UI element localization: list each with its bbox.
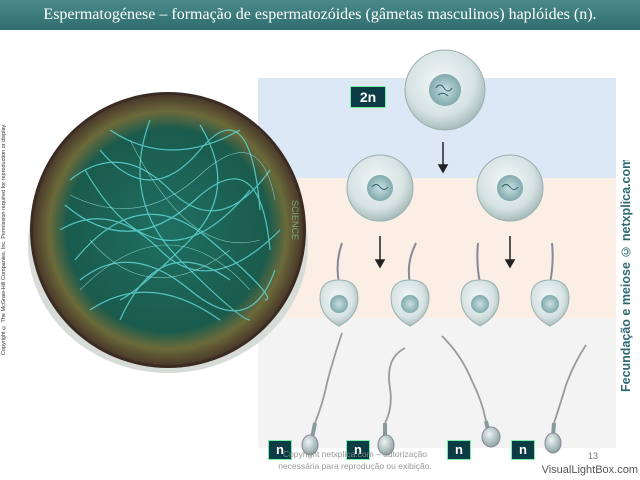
division-arrows xyxy=(374,142,516,269)
spermatozoon-4 xyxy=(544,344,587,454)
label-haploid: n xyxy=(268,440,292,460)
micrograph-label: SCIENCE xyxy=(290,200,300,240)
spermatozoon-3 xyxy=(441,335,501,448)
slide-number: 13 xyxy=(588,451,599,461)
spermatid-2 xyxy=(390,242,430,327)
spermatozoon-2 xyxy=(377,347,406,456)
spermatid-4 xyxy=(530,242,570,327)
spermatogenesis-diagram: SCIENCE xyxy=(28,49,616,456)
watermark: Copyright netxplica.com – autorização ne… xyxy=(278,449,432,471)
secondary-spermatocyte-right xyxy=(476,154,544,222)
side-credit: Fecundação e meiose © netxplica.com xyxy=(619,160,633,392)
micrograph-dish: SCIENCE xyxy=(28,92,308,373)
slide-title: Espermatogénese – formação de espermatoz… xyxy=(0,0,640,30)
spermatid-3 xyxy=(460,242,500,327)
spermatozoon-1 xyxy=(301,332,343,456)
label-diploid: 2n xyxy=(350,86,386,108)
label-haploid: n xyxy=(346,440,370,460)
spermatid-1 xyxy=(319,242,359,327)
primary-spermatocyte xyxy=(404,49,486,131)
label-haploid: n xyxy=(511,440,535,460)
visuallightbox-credit: VisualLightBox.com xyxy=(541,464,638,476)
band-spermatozoa xyxy=(258,318,616,448)
secondary-spermatocyte-left xyxy=(346,154,414,222)
copyright-notice-vertical: Copyright © The McGraw-Hill Companies, I… xyxy=(1,123,7,355)
band-secondary xyxy=(258,178,616,240)
label-haploid: n xyxy=(447,440,471,460)
